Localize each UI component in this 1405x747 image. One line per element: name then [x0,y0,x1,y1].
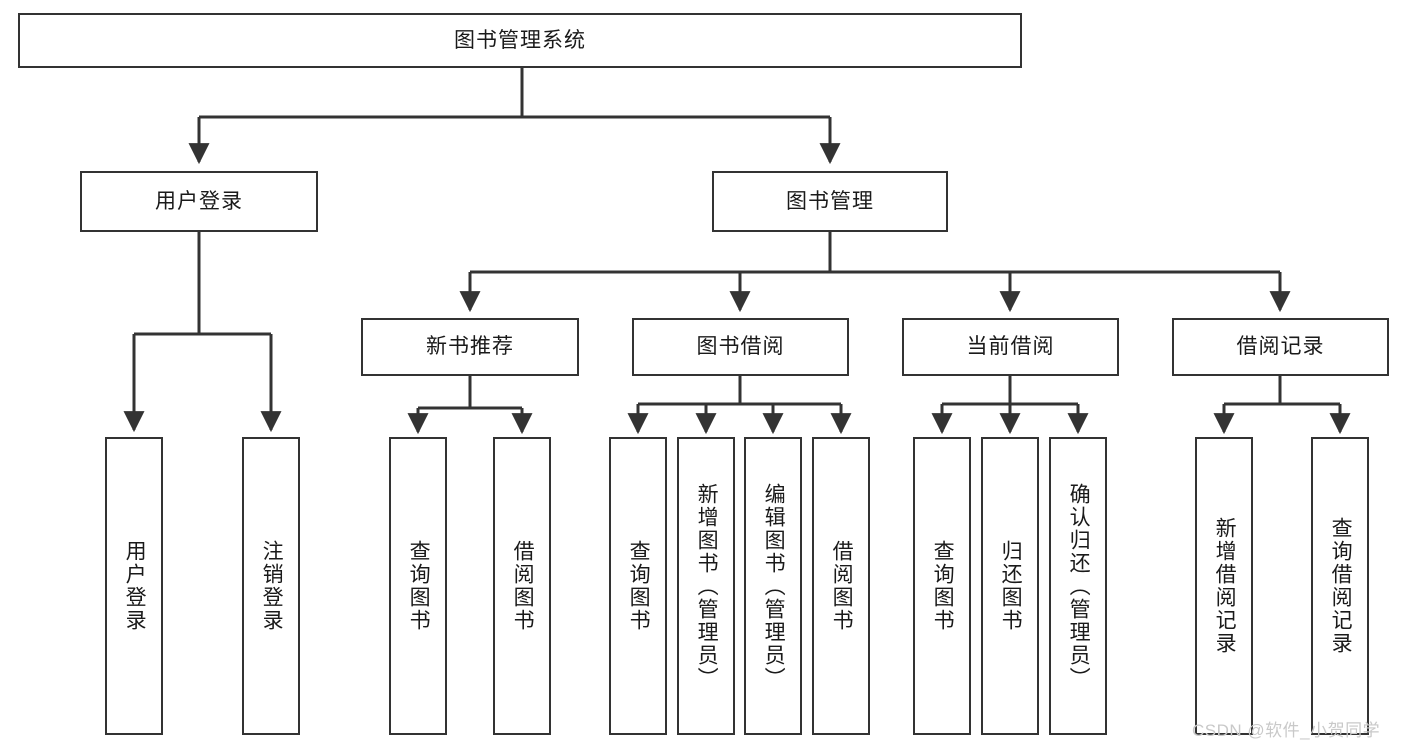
node-label: 编辑图书（管理员） [762,482,786,690]
node-label: 用户登录 [155,189,243,213]
leaf-borrow-record-query[interactable]: 查询借阅记录 [1311,437,1369,735]
node-user-login[interactable]: 用户登录 [80,171,318,232]
node-label: 归还图书 [999,540,1023,632]
leaf-borrow-record-add[interactable]: 新增借阅记录 [1195,437,1253,735]
node-label: 借阅记录 [1236,335,1325,359]
node-new-book-recommend[interactable]: 新书推荐 [361,318,579,376]
node-root[interactable]: 图书管理系统 [18,13,1022,68]
leaf-new-book-borrow[interactable]: 借阅图书 [493,437,551,735]
leaf-current-borrow-confirm[interactable]: 确认归还（管理员） [1049,437,1107,735]
node-label: 图书借阅 [696,335,785,359]
node-label: 图书管理系统 [454,28,586,52]
leaf-book-borrow-borrow[interactable]: 借阅图书 [812,437,870,735]
node-label: 注销登录 [260,540,284,632]
node-label: 查询图书 [407,540,431,632]
node-label: 查询图书 [627,540,651,632]
node-borrow-record[interactable]: 借阅记录 [1172,318,1389,376]
node-label: 确认归还（管理员） [1067,482,1091,690]
node-label: 新增借阅记录 [1213,517,1237,655]
leaf-book-borrow-add[interactable]: 新增图书（管理员） [677,437,735,735]
node-label: 图书管理 [786,189,874,213]
node-book-management[interactable]: 图书管理 [712,171,948,232]
leaf-current-borrow-query[interactable]: 查询图书 [913,437,971,735]
node-book-borrow[interactable]: 图书借阅 [632,318,849,376]
leaf-new-book-query[interactable]: 查询图书 [389,437,447,735]
node-label: 当前借阅 [966,335,1055,359]
node-label: 借阅图书 [511,540,535,632]
leaf-user-login-logout[interactable]: 注销登录 [242,437,300,735]
leaf-book-borrow-query[interactable]: 查询图书 [609,437,667,735]
node-label: 用户登录 [123,540,147,632]
leaf-current-borrow-return[interactable]: 归还图书 [981,437,1039,735]
node-label: 新增图书（管理员） [695,482,719,690]
node-label: 查询借阅记录 [1329,517,1353,655]
node-label: 借阅图书 [830,540,854,632]
node-current-borrow[interactable]: 当前借阅 [902,318,1119,376]
node-label: 新书推荐 [426,335,514,359]
leaf-book-borrow-edit[interactable]: 编辑图书（管理员） [744,437,802,735]
node-label: 查询图书 [931,540,955,632]
csdn-watermark: CSDN @软件_小贺同学 [1192,721,1381,740]
leaf-user-login-login[interactable]: 用户登录 [105,437,163,735]
